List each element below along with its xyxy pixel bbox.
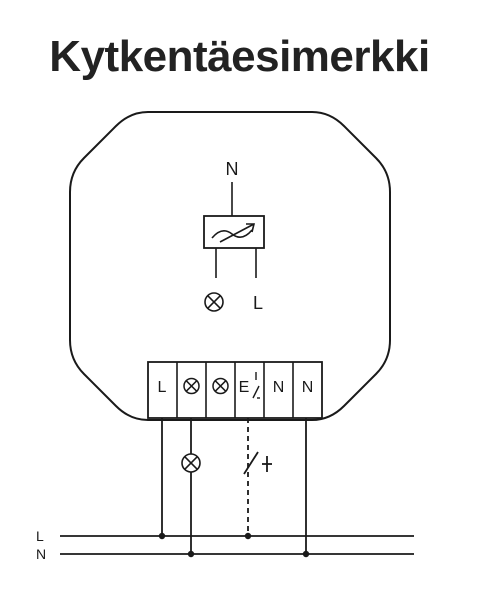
terminal-lamp-icon	[183, 377, 200, 395]
terminal-block	[147, 361, 323, 419]
terminal-n-label: N	[302, 379, 314, 396]
bus-n-label: N	[36, 546, 46, 562]
neutral-top-label: N	[226, 159, 239, 179]
bus-l-label: L	[36, 528, 44, 544]
terminal-l-label: L	[158, 379, 167, 396]
push-switch-icon	[243, 451, 272, 475]
lamp-output-label: L	[253, 293, 263, 313]
lamp-icon	[204, 292, 224, 312]
terminal-n-label: N	[273, 379, 285, 396]
terminal-lamp-icon	[212, 377, 229, 395]
terminal-switch-icon	[252, 372, 260, 399]
terminal-e-label: E	[239, 379, 250, 396]
page-title: Kytkentäesimerkki	[49, 32, 430, 81]
lamp-icon	[181, 453, 201, 473]
module-housing	[69, 111, 391, 421]
dimmer-symbol-icon	[203, 215, 265, 249]
